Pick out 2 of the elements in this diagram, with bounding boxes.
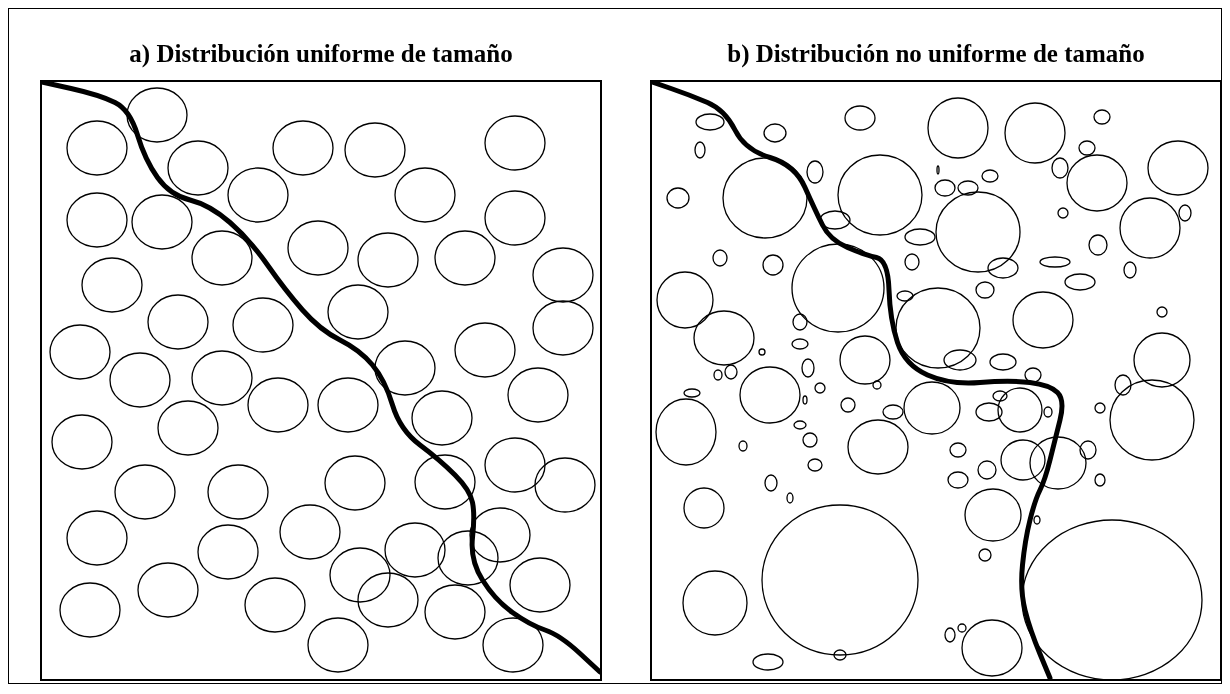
panel-title: b) Distribución no uniforme de tamaño <box>726 40 1146 68</box>
panel-title: a) Distribución uniforme de tamaño <box>128 40 514 68</box>
